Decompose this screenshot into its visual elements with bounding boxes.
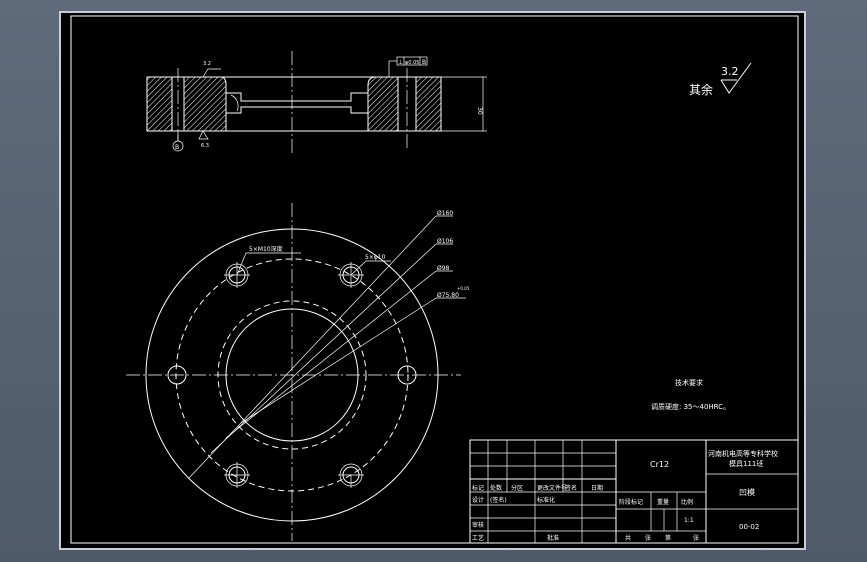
svg-text:签名: 签名 [565, 484, 577, 492]
svg-text:比例: 比例 [681, 498, 693, 506]
svg-text:φ0.05: φ0.05 [405, 60, 419, 66]
tech-line-1: 调质硬度: 35～40HRC。 [651, 402, 730, 411]
svg-text:⊥: ⊥ [398, 59, 403, 66]
svg-text:设计: 设计 [472, 496, 484, 504]
dim-75: Ø75.80 [437, 292, 459, 299]
svg-text:张: 张 [645, 534, 651, 542]
svg-text:(签名): (签名) [490, 496, 507, 504]
roughness-symbol [720, 62, 752, 94]
drawing-sheet[interactable]: 30 3.2 6.3 B ⊥ φ0.05 B 其余 3.2 [61, 13, 804, 548]
dim-160: Ø160 [437, 210, 453, 217]
svg-text:工艺: 工艺 [472, 534, 484, 542]
datum-label: B [175, 144, 179, 151]
svg-text:张: 张 [693, 534, 699, 542]
hatch-right-outer [415, 76, 442, 132]
roughness-note-label: 其余 [689, 82, 713, 97]
scale-value: 1:1 [684, 517, 694, 524]
svg-text:标记: 标记 [472, 484, 484, 492]
svg-text:日期: 日期 [591, 484, 603, 492]
tech-title: 技术要求 [675, 378, 703, 387]
school-name: 河南机电高等专科学校 [708, 449, 778, 458]
datum-circle [172, 140, 184, 152]
svg-text:分区: 分区 [511, 484, 523, 492]
dim-98: Ø98 [437, 265, 450, 272]
inner-border [70, 15, 799, 544]
dim-106: Ø106 [437, 238, 453, 245]
tech-requirements: 技术要求 调质硬度: 35～40HRC。 [651, 378, 730, 411]
hatch-left-outer [146, 76, 173, 132]
bolt-holes [167, 262, 417, 488]
cad-drawing: 30 3.2 6.3 B ⊥ φ0.05 B 其余 3.2 [70, 15, 799, 544]
hatch-left-inner [183, 76, 227, 132]
holes-callout: 5×M10深度 [249, 245, 283, 253]
section-view: 30 3.2 6.3 B ⊥ φ0.05 B [146, 51, 487, 155]
svg-text:B: B [422, 59, 426, 66]
svg-text:标准化: 标准化 [537, 496, 555, 504]
roughness-note-value: 3.2 [721, 65, 739, 78]
svg-text:批准: 批准 [547, 534, 559, 542]
svg-text:审核: 审核 [472, 521, 484, 529]
holes-callout-2: 5×φ10 [365, 254, 386, 261]
drawing-number: 00-02 [739, 523, 759, 531]
title-block: Cr12 河南机电高等专科学校 模具111班 凹模 00-02 1:1 标记 处… [469, 439, 799, 544]
class-name: 模具111班 [729, 459, 763, 468]
svg-text:阶段标记: 阶段标记 [619, 498, 643, 506]
hatch-right-inner [367, 76, 399, 132]
roughness-note: 其余 3.2 [689, 62, 752, 97]
roughness-mark-top: 3.2 [203, 61, 211, 67]
svg-text:共: 共 [625, 534, 631, 542]
svg-text:处数: 处数 [490, 484, 502, 492]
part-name: 凹模 [739, 487, 755, 497]
dim-75-tolerance: +0.05 [457, 286, 470, 291]
plan-view: 5×M10深度 5×φ10 Ø160 Ø106 Ø98 Ø75.80 +0.05 [126, 203, 470, 541]
svg-text:第: 第 [665, 534, 671, 542]
svg-text:更改文件号: 更改文件号 [537, 484, 567, 492]
svg-text:重量: 重量 [657, 498, 669, 506]
height-dim-label: 30 [476, 107, 483, 115]
material-label: Cr12 [650, 460, 669, 469]
roughness-mark-bottom: 6.3 [201, 143, 209, 149]
